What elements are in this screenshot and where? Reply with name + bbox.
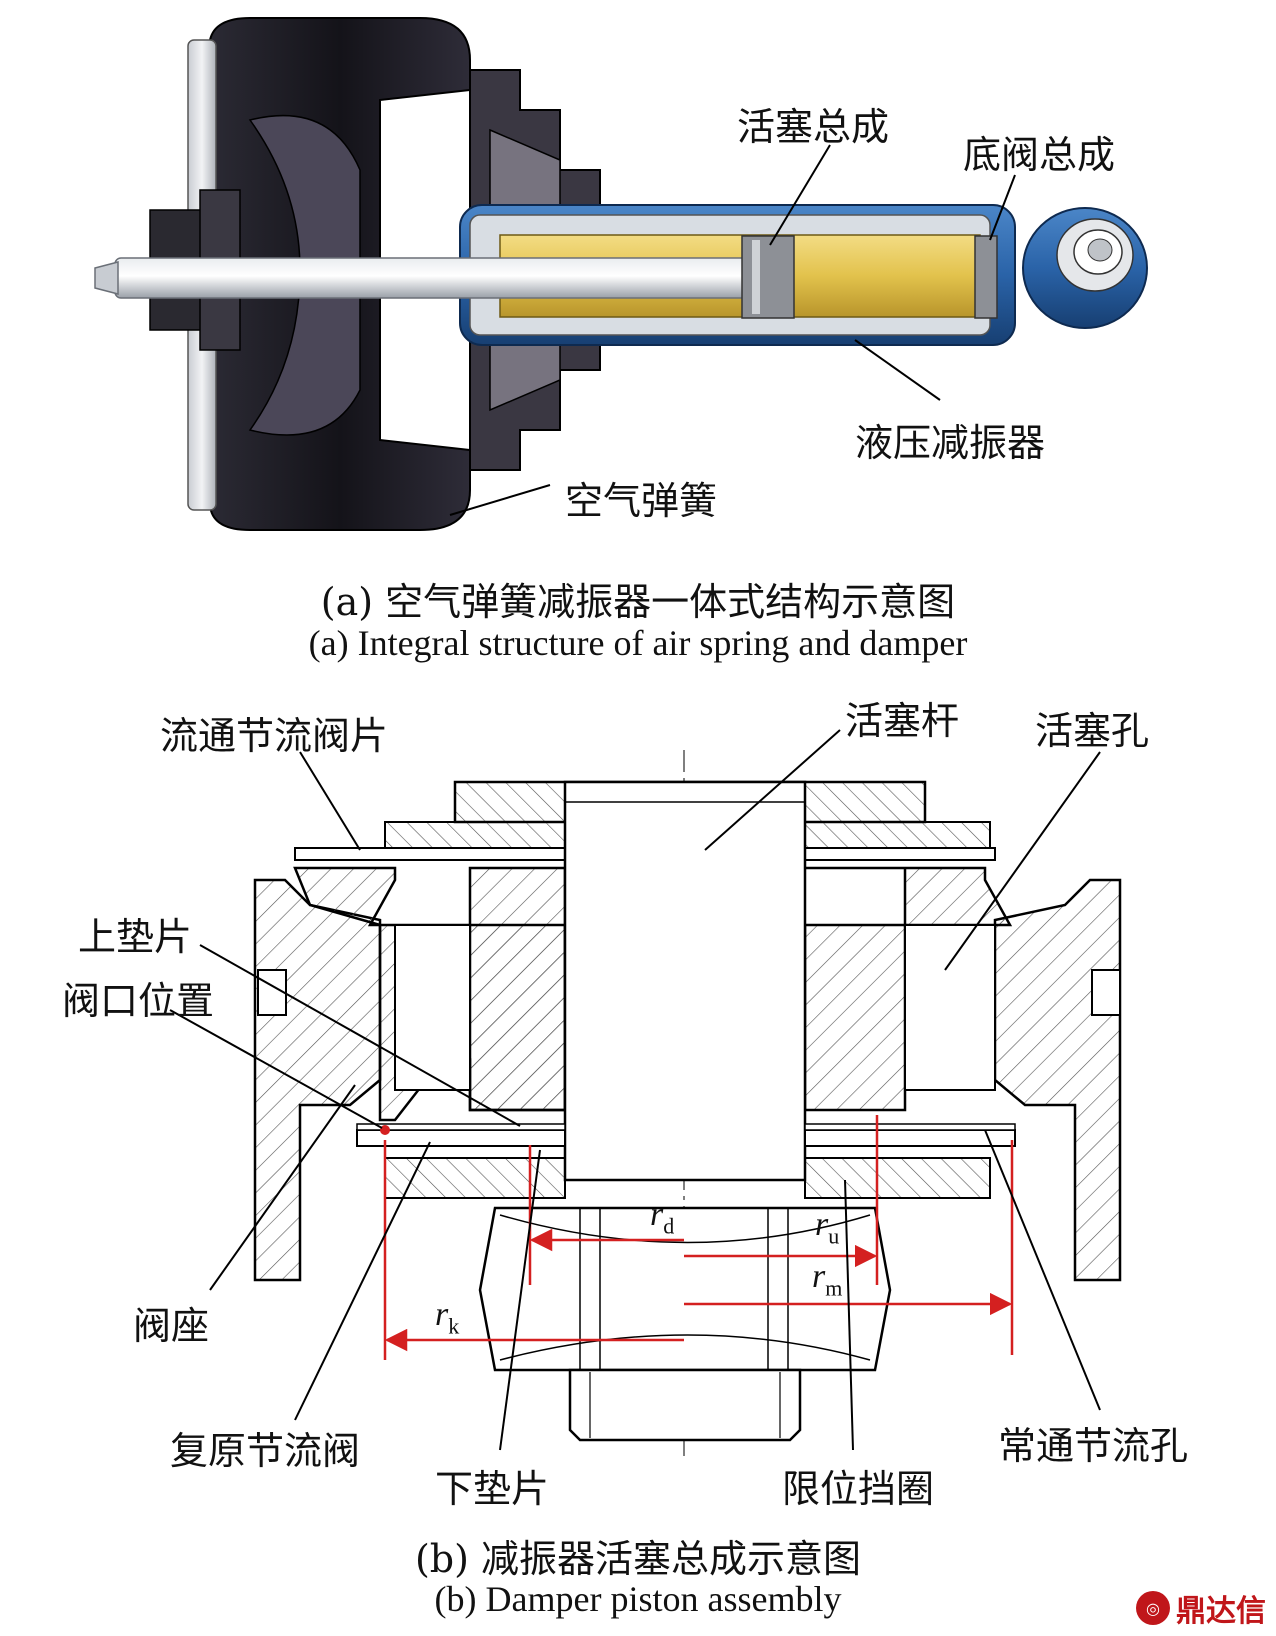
label-piston-assembly: 活塞总成 <box>737 105 890 149</box>
dim-label-rd: rd <box>650 1196 675 1239</box>
label-air-spring: 空气弹簧 <box>565 479 718 523</box>
leader-lower-shim <box>499 1149 541 1451</box>
upper-shim <box>356 1123 566 1131</box>
leader-constant-hole <box>984 1129 1101 1411</box>
seal-groove-right <box>1091 969 1121 1016</box>
leader-rebound-valve <box>294 1141 431 1421</box>
caption-a-zh: (a) 空气弹簧减振器一体式结构示意图 <box>320 580 956 624</box>
label-valve-port-position: 阀口位置 <box>62 979 215 1023</box>
label-rebound-throttle-valve: 复原节流阀 <box>170 1429 361 1473</box>
label-piston-rod: 活塞杆 <box>845 699 960 743</box>
piston-hole-left <box>394 924 471 1091</box>
piston-rod <box>114 257 756 299</box>
piston-assembly <box>741 235 795 319</box>
flow-throttle-disc <box>294 847 566 861</box>
piston-body-right-core <box>803 923 907 1112</box>
piston-body-left-core <box>468 923 567 1112</box>
label-limit-ring: 限位挡圈 <box>782 1467 935 1511</box>
flow-throttle-disc-right <box>804 847 996 861</box>
leader-hydraulic-damper <box>854 339 941 401</box>
base-valve-assembly <box>974 235 998 319</box>
dim-label-ru: ru <box>815 1206 840 1249</box>
caption-a-en: (a) Integral structure of air spring and… <box>308 623 968 663</box>
caption-b-zh: (b) 减振器活塞总成示意图 <box>414 1537 862 1581</box>
upper-retainer-right <box>804 821 991 849</box>
leader-flow-throttle-disc <box>299 751 361 851</box>
top-collar <box>453 780 927 824</box>
piston-body-left <box>253 878 382 1282</box>
label-hydraulic-damper: 液压减振器 <box>855 421 1046 465</box>
label-valve-seat: 阀座 <box>133 1304 210 1348</box>
limit-ring <box>384 1157 566 1199</box>
leader-upper-shim <box>199 944 521 1127</box>
caption-b-en: (b) Damper piston assembly <box>434 1579 842 1619</box>
logo-icon: ◎ <box>1136 1591 1170 1625</box>
rebound-throttle-valve-right <box>804 1129 1016 1147</box>
leader-valve-port <box>169 1009 383 1129</box>
dim-label-rk: rk <box>435 1296 460 1339</box>
upper-retainer <box>384 821 566 849</box>
rebound-throttle-valve <box>356 1129 566 1147</box>
leader-piston-hole <box>944 751 1101 971</box>
leader-valve-seat <box>209 1084 356 1291</box>
leader-piston-rod <box>704 729 841 851</box>
seal-groove-left <box>257 969 287 1016</box>
rod-thread-end <box>568 1368 802 1442</box>
figure-a-illustration <box>94 17 1148 531</box>
dim-label-rm: rm <box>812 1258 843 1301</box>
label-lower-shim: 下垫片 <box>435 1467 550 1511</box>
piston-body-right <box>993 878 1122 1282</box>
piston-rod-section <box>563 780 807 1182</box>
leader-air-spring <box>449 484 551 516</box>
leader-base-valve <box>989 174 1016 241</box>
label-upper-shim: 上垫片 <box>78 915 193 959</box>
limit-ring-right <box>804 1157 991 1199</box>
rod-tip <box>94 261 119 295</box>
label-flow-throttle-disc: 流通节流阀片 <box>160 714 389 758</box>
watermark-text: 鼎达信 <box>1176 1594 1266 1629</box>
label-piston-hole: 活塞孔 <box>1035 709 1150 753</box>
valve-port-point <box>380 1125 390 1135</box>
label-base-valve-assembly: 底阀总成 <box>963 133 1116 177</box>
label-constant-throttle-hole: 常通节流孔 <box>998 1424 1189 1468</box>
leader-limit-ring <box>844 1179 854 1451</box>
piston-hole-right <box>904 924 996 1091</box>
watermark: ◎ 鼎达信 <box>1136 1586 1266 1630</box>
leader-piston-assembly <box>769 144 831 246</box>
